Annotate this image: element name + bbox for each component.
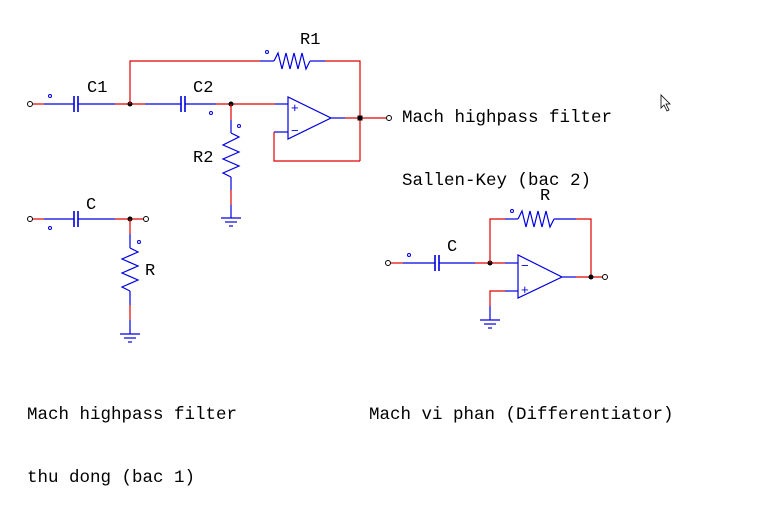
wire: [325, 60, 361, 161]
pin-marker: [510, 209, 514, 213]
output-terminal: [602, 274, 608, 280]
opamp-minus-sign: −: [521, 258, 529, 273]
pin-marker: [48, 94, 52, 98]
output-terminal: [386, 115, 392, 121]
label-c: C: [86, 196, 96, 215]
pin-marker: [137, 240, 141, 244]
capacitor-c1: [73, 96, 79, 112]
wire: [129, 60, 260, 104]
resistor-r: [120, 247, 140, 292]
label-c2: C2: [193, 79, 213, 98]
opamp-plus-sign: +: [291, 100, 299, 115]
sallen-key-caption: Mach highpass filter Sallen-Key (bac 2): [402, 66, 612, 213]
label-c1: C1: [87, 79, 107, 98]
resistor-r1: [273, 51, 311, 71]
input-terminal: [27, 101, 33, 107]
passive-title-line1: Mach highpass filter: [27, 405, 238, 425]
label-r: R: [145, 262, 155, 281]
capacitor-c2: [180, 96, 186, 112]
differentiator-caption: Mach vi phan (Differentiator): [369, 363, 674, 447]
ground-icon: [221, 217, 241, 227]
output-terminal: [143, 216, 149, 222]
pin-marker: [237, 124, 241, 128]
resistor-r: [517, 209, 555, 229]
passive-caption: Mach highpass filter thu dong (bac 1): [27, 363, 237, 510]
opamp-differentiator: [517, 254, 564, 299]
passive-rc-circuit: C R: [27, 196, 155, 343]
input-terminal: [27, 216, 33, 222]
differentiator-title: Mach vi phan (Differentiator): [369, 405, 674, 425]
wire: [489, 218, 505, 263]
opamp-plus-sign: +: [521, 282, 529, 297]
capacitor-c: [73, 211, 79, 227]
label-r2: R2: [193, 149, 213, 168]
sallen-key-title-line2: Sallen-Key (bac 2): [402, 171, 592, 191]
junction-node: [357, 115, 363, 121]
schematic-canvas: C1 R1 C2 R2: [27, 31, 671, 343]
differentiator-circuit: C R − +: [385, 187, 608, 329]
opamp-sallen-key: [287, 96, 333, 140]
label-r1: R1: [300, 31, 320, 50]
wire: [273, 132, 360, 162]
sallen-key-circuit: C1 R1 C2 R2: [27, 31, 392, 227]
pin-marker: [265, 50, 269, 54]
ground-icon: [480, 319, 500, 329]
pin-marker: [407, 253, 411, 257]
resistor-r2: [221, 132, 241, 178]
input-terminal: [385, 260, 391, 266]
opamp-minus-sign: −: [291, 123, 299, 138]
passive-title-line2: thu dong (bac 1): [27, 468, 196, 488]
junction-node: [588, 274, 594, 280]
capacitor-c: [434, 255, 440, 271]
wire: [489, 290, 505, 306]
sallen-key-title-line1: Mach highpass filter: [402, 108, 613, 128]
label-r: R: [540, 187, 550, 206]
pin-marker: [48, 226, 52, 230]
wire: [576, 218, 592, 277]
mouse-pointer-icon: [660, 94, 671, 112]
ground-icon: [120, 333, 140, 343]
label-c: C: [447, 238, 457, 257]
pin-marker: [209, 111, 213, 115]
